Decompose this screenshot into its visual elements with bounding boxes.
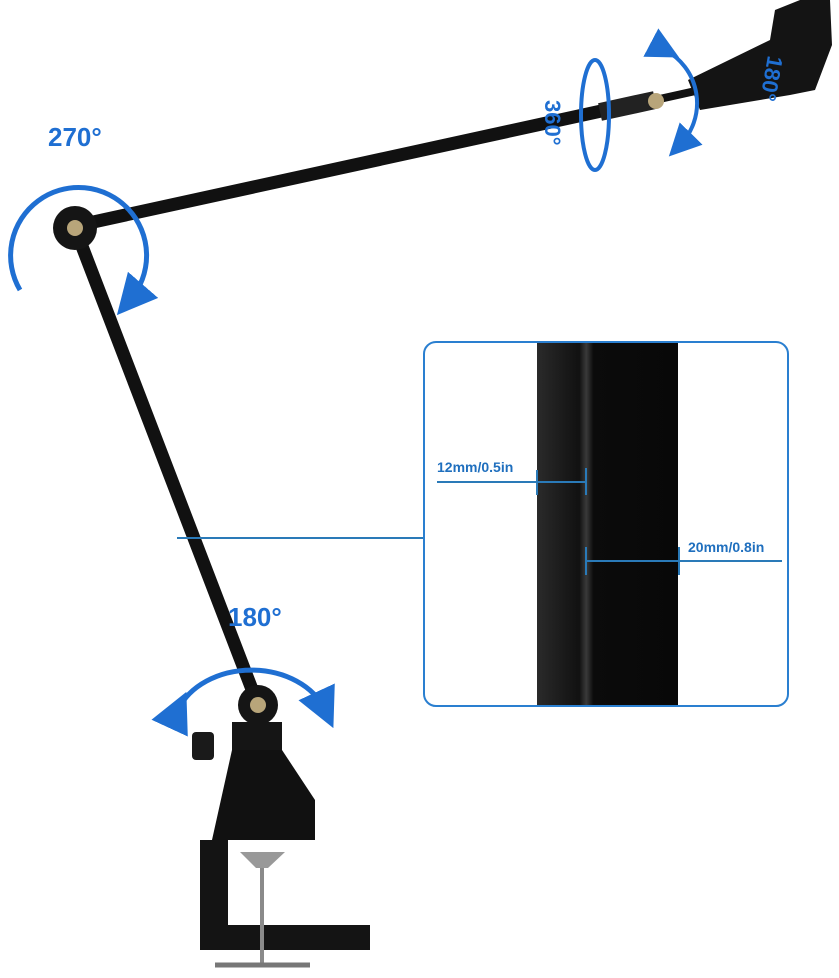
swivel-knob-icon	[648, 93, 664, 109]
desk-clamp	[192, 685, 370, 968]
rotate-180-arrow-icon	[151, 667, 335, 737]
angle-label-180: 180°	[228, 602, 282, 632]
angle-label-270: 270°	[48, 122, 102, 152]
rotate-270-arrow-icon	[8, 184, 159, 316]
angle-label-360: 360°	[540, 100, 565, 146]
lower-arm	[68, 221, 265, 712]
upper-arm	[68, 86, 701, 233]
base-joint	[53, 206, 97, 250]
rotate-360-arrow-icon	[579, 58, 611, 172]
tube-width-label: 20mm/0.8in	[688, 539, 764, 555]
tube-depth-label: 12mm/0.5in	[437, 459, 513, 475]
rotate-clip-arrow-icon	[643, 28, 703, 157]
tube-detail-inset: 12mm/0.5in 20mm/0.8in	[423, 341, 789, 707]
